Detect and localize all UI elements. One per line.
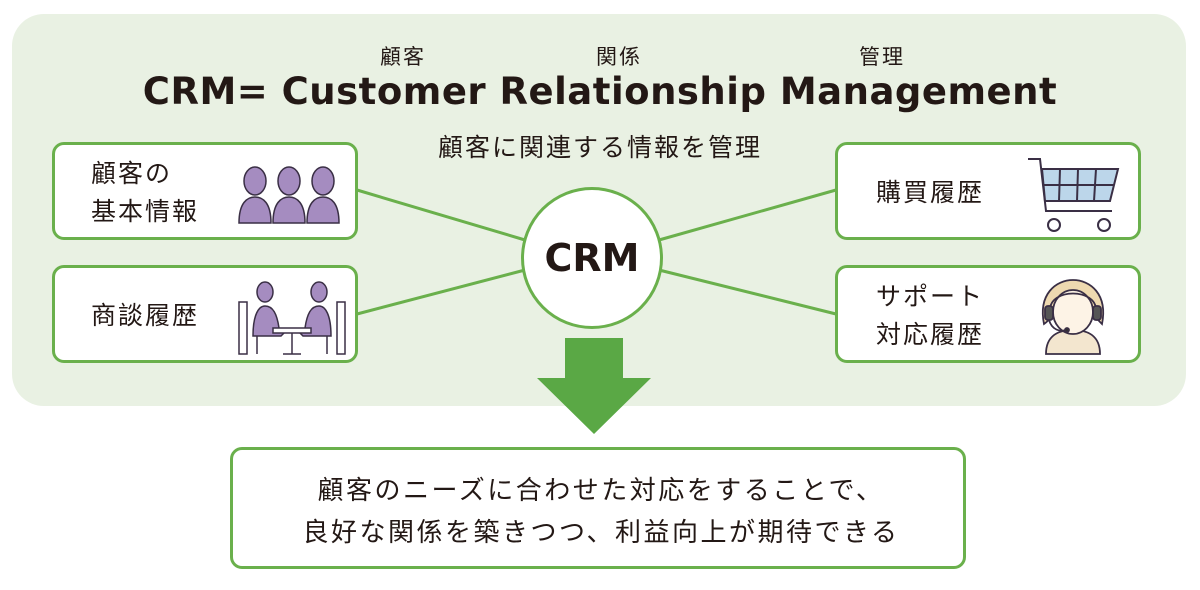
- ruby-relationship: 関係: [596, 45, 642, 69]
- crm-hub: CRM: [521, 187, 663, 329]
- shopping-cart-icon: [1028, 158, 1120, 232]
- connector-negotiation: [356, 268, 526, 316]
- ruby-management: 管理: [859, 45, 905, 69]
- node-basic-info: 顧客の 基本情報: [52, 142, 358, 240]
- node-purchase-label: 購買履歴: [876, 178, 985, 207]
- node-negotiation-label: 商談履歴: [91, 301, 200, 330]
- node-basic-info-label: 顧客の 基本情報: [91, 159, 200, 226]
- result-box: 顧客のニーズに合わせた対応をすることで、 良好な関係を築きつつ、利益向上が期待で…: [230, 447, 966, 569]
- down-arrow-icon: [537, 338, 651, 434]
- diagram-title: CRM= Customer Relationship Management: [142, 70, 1058, 113]
- node-purchase: 購買履歴: [835, 142, 1141, 240]
- connector-support: [658, 268, 837, 316]
- ruby-customer: 顧客: [380, 45, 426, 69]
- node-support-label: サポート 対応履歴: [876, 282, 985, 349]
- connector-basic-info: [356, 188, 526, 242]
- result-text: 顧客のニーズに合わせた対応をすることで、 良好な関係を築きつつ、利益向上が期待で…: [302, 476, 900, 548]
- meeting-table-icon: [238, 281, 346, 355]
- diagram-subtitle: 顧客に関連する情報を管理: [437, 133, 762, 162]
- headset-operator-icon: [1041, 279, 1105, 355]
- people-group-icon: [238, 166, 340, 224]
- node-support: サポート 対応履歴: [835, 265, 1141, 363]
- node-negotiation: 商談履歴: [52, 265, 358, 363]
- connector-purchase: [658, 188, 837, 242]
